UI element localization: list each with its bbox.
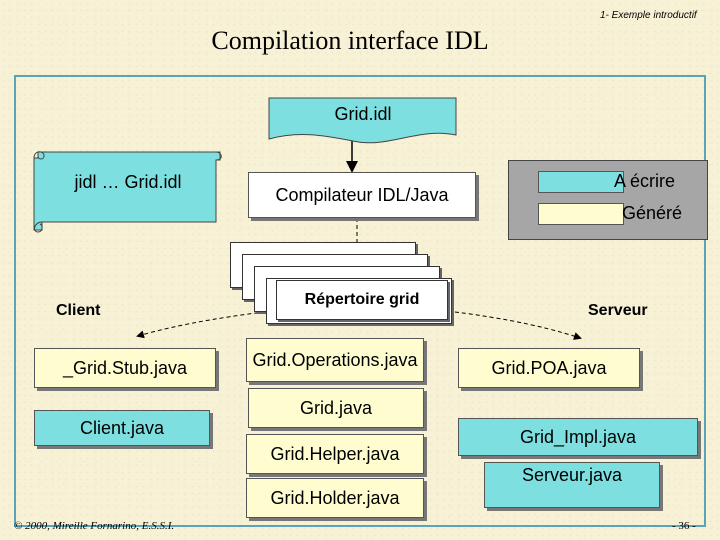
compiler-label: Compilateur IDL/Java (275, 184, 449, 205)
idl-document-shape (268, 97, 457, 144)
operations-file-box: Grid.Operations.java (246, 338, 424, 382)
helper-file-label: Grid.Helper.java (270, 443, 400, 464)
legend-swatch-generated (538, 203, 624, 225)
holder-file-box: Grid.Holder.java (246, 478, 424, 518)
impl-file-label: Grid_Impl.java (519, 426, 637, 447)
poa-file-label: Grid.POA.java (491, 357, 607, 378)
client-file-label: Client.java (79, 417, 165, 438)
grid-file-box: Grid.java (248, 388, 424, 428)
compiler-box: Compilateur IDL/Java (248, 172, 476, 218)
legend-label-generated: Généré (622, 203, 683, 223)
client-file-box: Client.java (34, 410, 210, 446)
legend-swatch-write (538, 171, 624, 193)
diagram-frame (14, 75, 706, 527)
section-tag: 1- Exemple introductif (600, 10, 697, 21)
command-label: jidl … Grid.idl (74, 172, 182, 192)
helper-file-box: Grid.Helper.java (246, 434, 424, 474)
impl-file-box: Grid_Impl.java (458, 418, 698, 456)
grid-file-label: Grid.java (299, 397, 373, 418)
server-label: Serveur (588, 302, 648, 319)
copyright: © 2000, Mireille Fornarino, E.S.S.I. (14, 520, 175, 532)
stub-file-label: _Grid.Stub.java (62, 357, 188, 378)
command-scroll-shape (33, 151, 222, 233)
poa-file-box: Grid.POA.java (458, 348, 640, 388)
stub-file-box: _Grid.Stub.java (34, 348, 216, 388)
legend-label-write: A écrire (614, 171, 676, 191)
operations-file-label: Grid.Operations.java (252, 349, 418, 370)
idl-file-label: Grid.idl (334, 104, 392, 124)
holder-file-label: Grid.Holder.java (270, 487, 400, 508)
page-number: - 36 - (672, 520, 696, 532)
server-file-box: Serveur.java (484, 462, 660, 508)
directory-label: Répertoire grid (304, 291, 420, 308)
directory-box: Répertoire grid (276, 280, 448, 320)
page-title: Compilation interface IDL (211, 26, 489, 55)
server-file-label: Serveur.java (521, 465, 623, 485)
client-label: Client (56, 302, 101, 319)
